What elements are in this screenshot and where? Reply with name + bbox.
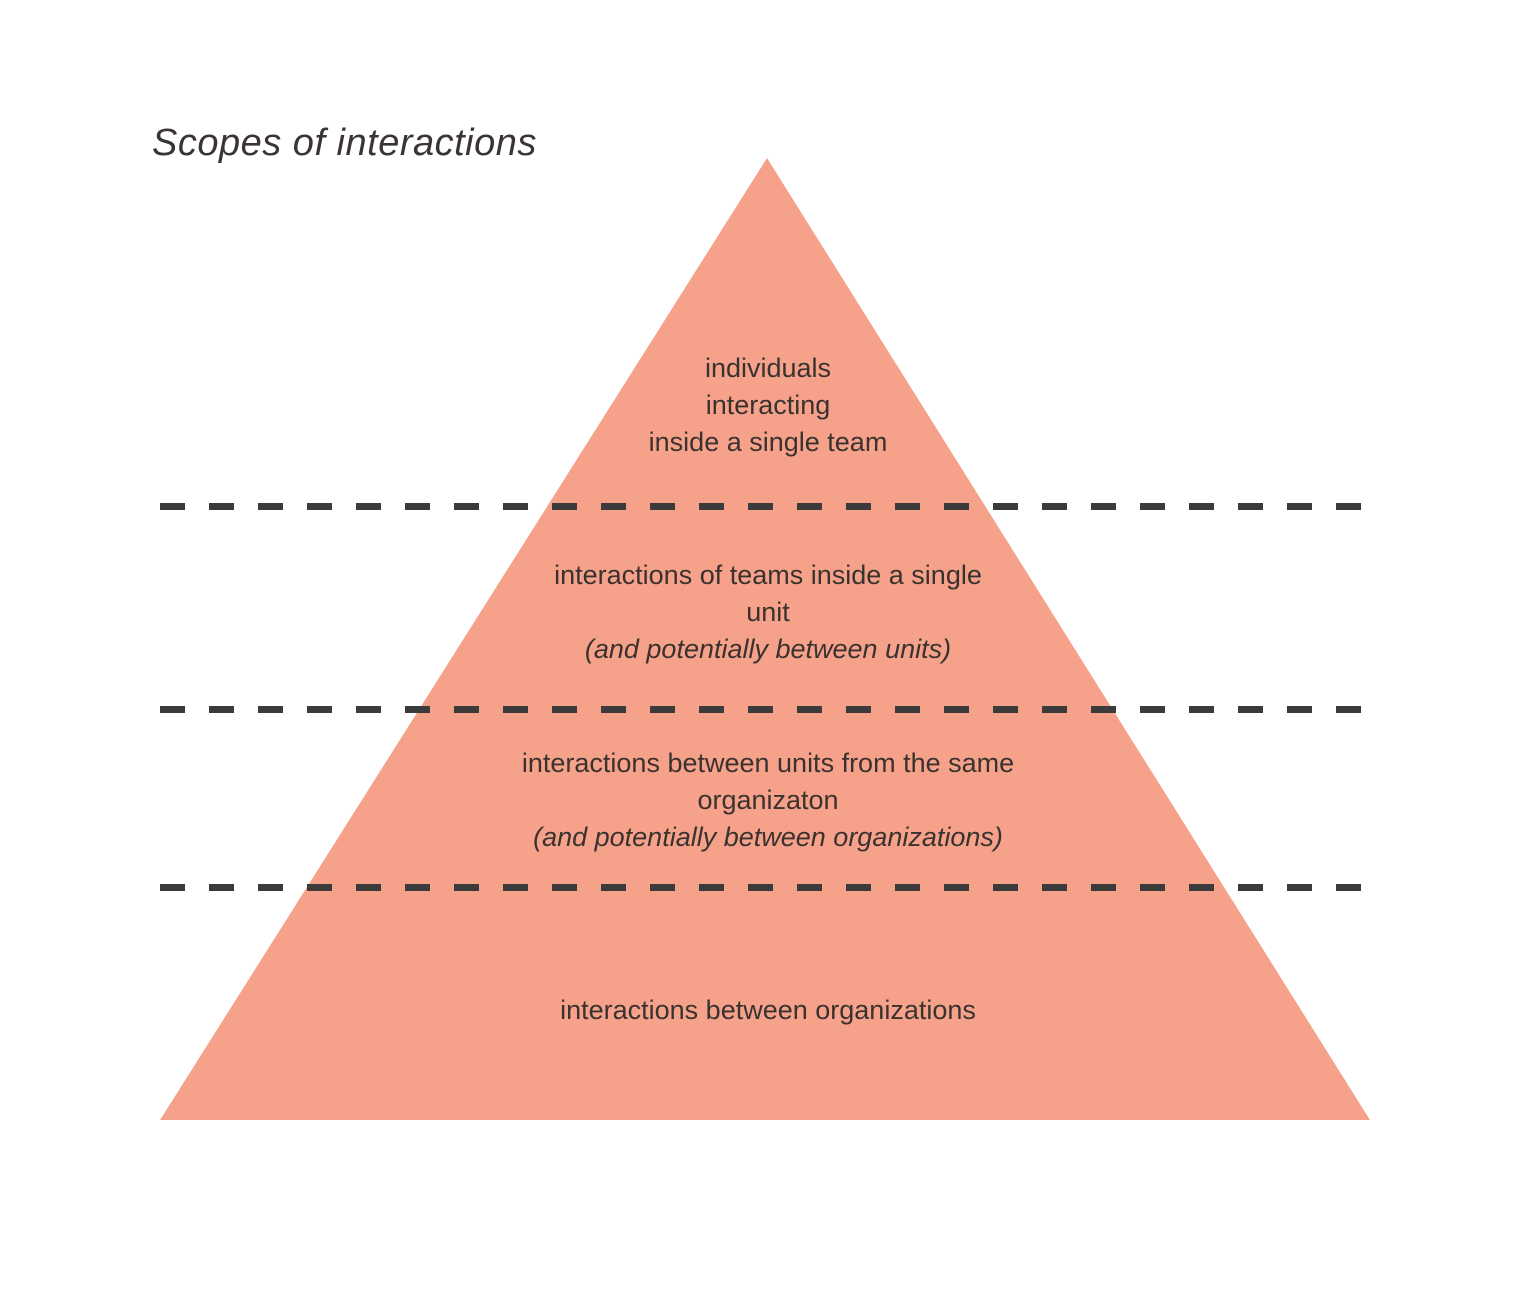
level-text-line: interactions between organizations — [560, 995, 976, 1025]
level-note-line: (and potentially between organizations) — [533, 822, 1003, 852]
level-text-line: inside a single team — [648, 427, 888, 457]
divider-line-1 — [160, 503, 1376, 510]
level-text-line: individuals — [704, 353, 832, 383]
diagram-title: Scopes of interactions — [152, 122, 537, 164]
level-text-line: organizaton — [697, 785, 839, 815]
divider-line-2 — [160, 706, 1376, 713]
pyramid-level-teams: interactions of teams inside a single un… — [0, 557, 1536, 668]
pyramid-shape — [160, 158, 1370, 1120]
level-text-line: interactions between units from the same — [521, 748, 1015, 778]
pyramid-level-units: interactions between units from the same… — [0, 745, 1536, 856]
level-note-line: (and potentially between units) — [584, 634, 952, 664]
pyramid-level-individuals: individuals interacting inside a single … — [0, 350, 1536, 461]
level-text-line: unit — [746, 597, 790, 627]
level-text-line: interacting — [705, 390, 831, 420]
divider-line-3 — [160, 884, 1376, 891]
level-text-line: interactions of teams inside a single — [554, 560, 982, 590]
pyramid-level-organizations: interactions between organizations — [0, 992, 1536, 1029]
